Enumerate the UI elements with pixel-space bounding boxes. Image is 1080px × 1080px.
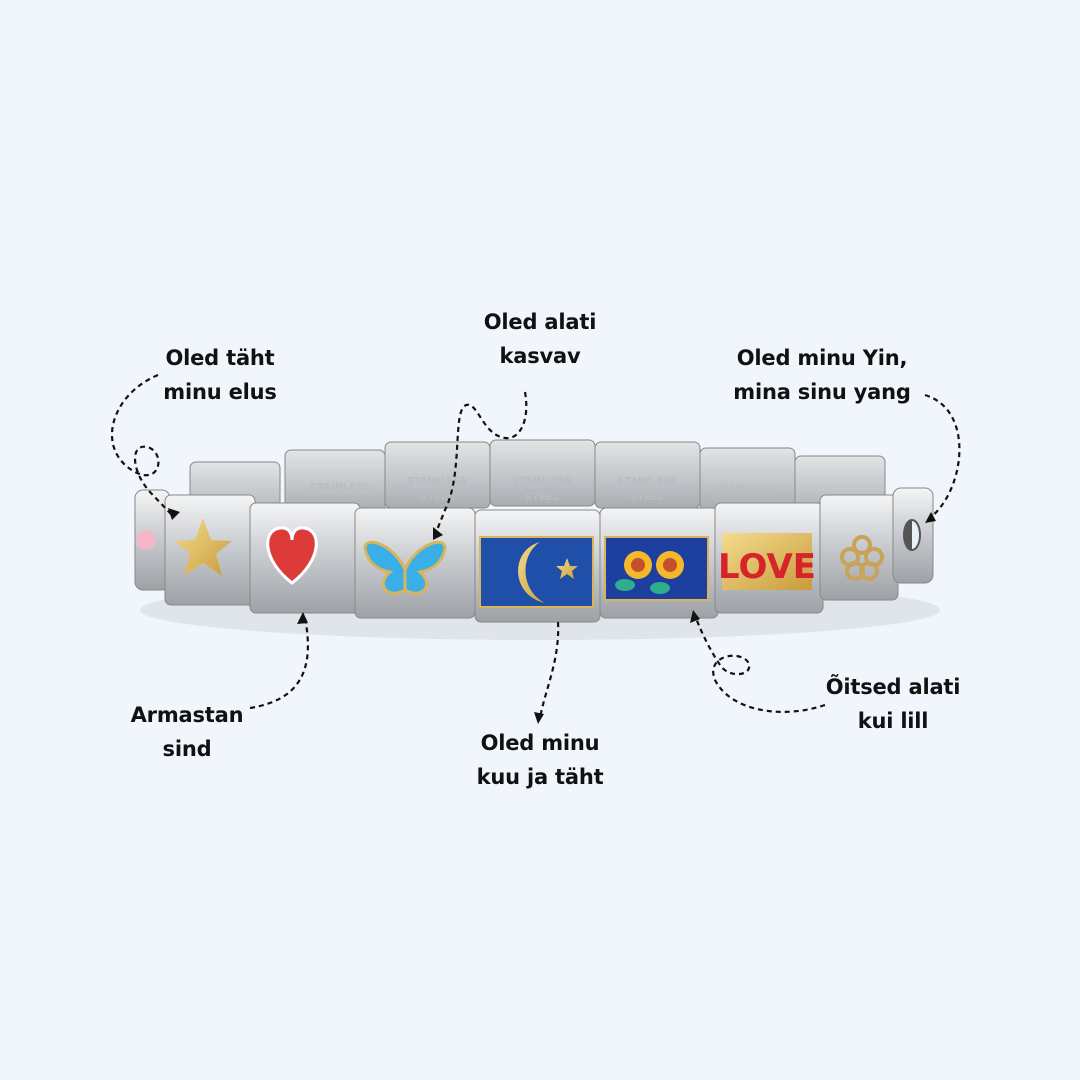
annotation-line: Oled alati (483, 310, 597, 334)
annotation-moon: Oled minu kuu ja täht (440, 726, 640, 794)
sunflower-icon (604, 536, 709, 601)
flower-icon (840, 535, 884, 581)
back-link-text: STEEL (630, 492, 665, 503)
pink-charm (136, 530, 156, 550)
annotation-line: Oled minu (480, 731, 600, 755)
back-link-text: STEEL (420, 492, 455, 503)
annotation-heart: Armastan sind (87, 698, 287, 766)
butterfly-icon (363, 540, 447, 595)
back-link-text: STAINLESS (617, 476, 677, 487)
heart-icon (266, 526, 318, 585)
annotation-yin-yang: Oled minu Yin, mina sinu yang (700, 341, 944, 409)
annotation-line: sind (162, 737, 212, 761)
annotation-line: kuu ja täht (476, 765, 604, 789)
back-link-text: STAINLESS (512, 476, 572, 487)
annotation-line: Oled minu Yin, (736, 346, 908, 370)
annotation-line: mina sinu yang (733, 380, 911, 404)
annotation-flower: Õitsed alati kui lill (793, 670, 993, 738)
annotation-line: minu elus (163, 380, 277, 404)
annotation-line: kui lill (857, 709, 929, 733)
yin-yang-icon (903, 519, 921, 551)
back-link-text: STEEL (525, 492, 560, 503)
annotation-line: Õitsed alati (825, 675, 961, 699)
annotation-line: kasvav (499, 344, 581, 368)
back-link-text: STAINLESS (715, 484, 775, 495)
star-icon (174, 518, 232, 576)
annotation-butterfly: Oled alati kasvav (440, 305, 640, 373)
annotation-star: Oled täht minu elus (120, 341, 320, 409)
annotation-line: Oled täht (165, 346, 275, 370)
annotation-line: Armastan (130, 703, 244, 727)
back-link-text: STAINLESS (310, 482, 370, 493)
moon-star-icon (479, 536, 594, 608)
love-text: LOVE (718, 547, 816, 587)
back-link-text: STAINLESS (407, 476, 467, 487)
